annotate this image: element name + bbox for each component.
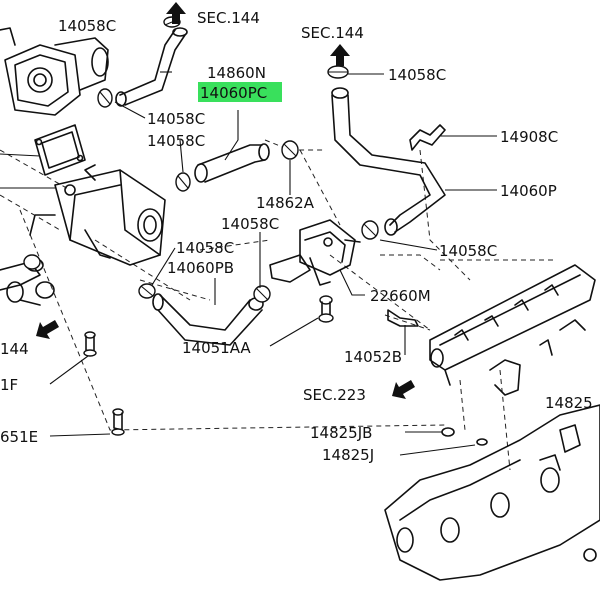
lower-manifold	[384, 404, 600, 581]
label-14825jb: 14825JB	[310, 424, 372, 442]
label-14825j: 14825J	[322, 446, 374, 464]
label-sec144-top: SEC.144	[197, 9, 260, 27]
clamp-icon	[175, 172, 191, 192]
arrow-down-left-icon	[36, 320, 59, 339]
label-14908c: 14908C	[500, 128, 558, 146]
label-14058c-b: 14058C	[388, 66, 446, 84]
arrow-down-left-icon	[392, 380, 415, 399]
label-14058c-e: 14058C	[221, 215, 279, 233]
leader-lines	[0, 21, 497, 456]
gasket-ring	[441, 427, 488, 446]
label-14825-cut: 14825	[545, 394, 593, 412]
clamp-icon	[97, 88, 113, 108]
hose-14060pb	[152, 293, 264, 346]
label-14058c-d: 14058C	[147, 132, 205, 150]
label-14052b: 14052B	[344, 348, 402, 366]
hose-14060p	[331, 87, 446, 236]
egr-cooler	[29, 164, 166, 266]
label-sec144-right: SEC.144	[301, 24, 364, 42]
bolt-icon	[83, 331, 97, 357]
gasket	[34, 124, 86, 176]
hose-14060pc	[194, 143, 270, 183]
label-14060p: 14060P	[500, 182, 557, 200]
bolt-icon	[387, 309, 419, 327]
part-labels: SEC.144 14058C SEC.144 14860N 14058C 140…	[0, 9, 593, 464]
clamp-icon	[281, 140, 299, 160]
label-sec144-left: 144	[0, 340, 29, 358]
arrow-up-icon	[330, 44, 350, 66]
label-14051aa: 14051AA	[182, 339, 251, 357]
water-outlet-22660m	[269, 219, 361, 286]
label-14058c-g: 14058C	[439, 242, 497, 260]
clamps	[23, 16, 446, 303]
label-1f-cut: 1F	[0, 376, 18, 394]
hose-14860n	[115, 27, 188, 107]
bolt-icon	[318, 295, 334, 323]
clamp-icon	[327, 65, 349, 79]
label-14862a: 14862A	[256, 194, 315, 212]
clamp-icon	[361, 220, 379, 240]
label-14058c-c: 14058C	[147, 110, 205, 128]
label-22660m: 22660M	[370, 287, 431, 305]
label-14058c-a: 14058C	[58, 17, 116, 35]
label-14060pc: 14060PC	[200, 84, 267, 102]
label-651e-cut: 651E	[0, 428, 38, 446]
highlight-box	[198, 82, 282, 102]
intake-manifold	[429, 264, 596, 396]
label-14060pb: 14060PB	[167, 259, 234, 277]
clamp-icon	[409, 124, 446, 151]
label-sec223: SEC.223	[303, 386, 366, 404]
egr-valve	[0, 27, 109, 116]
clamp-icon	[23, 254, 41, 270]
label-14860n: 14860N	[207, 64, 266, 82]
bolts	[83, 295, 419, 436]
label-14058c-f: 14058C	[176, 239, 234, 257]
arrow-up-icon	[166, 2, 186, 24]
clamp-icon	[253, 285, 271, 303]
bolt-icon	[111, 408, 125, 436]
clamp-icon	[138, 283, 156, 299]
